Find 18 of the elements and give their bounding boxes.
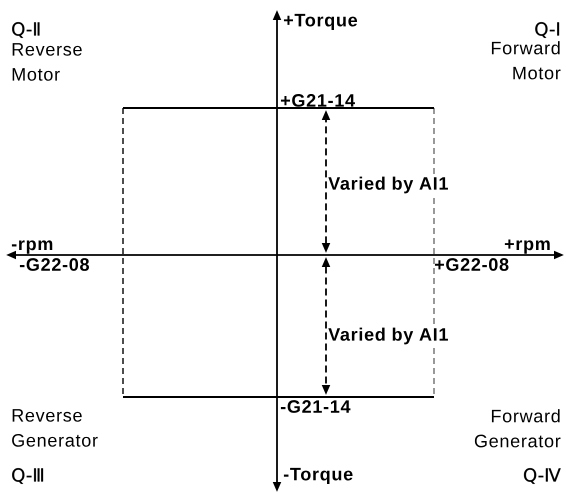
quadrant-label: Q-Ⅳ <box>524 468 561 484</box>
dimension-label: Varied by AI1 <box>327 176 450 194</box>
quadrant-label: Reverse Generator <box>12 409 98 447</box>
axis-label: -rpm <box>12 240 52 254</box>
axis-label: -Torque <box>284 468 353 484</box>
quadrant-label: Q-Ⅲ <box>12 468 43 484</box>
dimension-label: Varied by AI1 <box>327 326 450 346</box>
limit-label: +G22-08 <box>434 258 508 271</box>
quadrant-label: Forward Motor <box>492 41 560 80</box>
limit-label: +G21-14 <box>280 94 355 107</box>
limit-label: -G21-14 <box>280 400 350 413</box>
quadrant-label: Reverse Motor <box>12 43 82 81</box>
axis-label: +Torque <box>284 14 358 30</box>
axis-label: +rpm <box>504 240 550 254</box>
limit-label: -G22-08 <box>20 258 89 271</box>
quadrant-label: Q-Ⅰ <box>535 22 560 38</box>
quadrant-label: Forward Generator <box>474 409 560 448</box>
quadrant-label: Q-Ⅱ <box>12 22 40 38</box>
